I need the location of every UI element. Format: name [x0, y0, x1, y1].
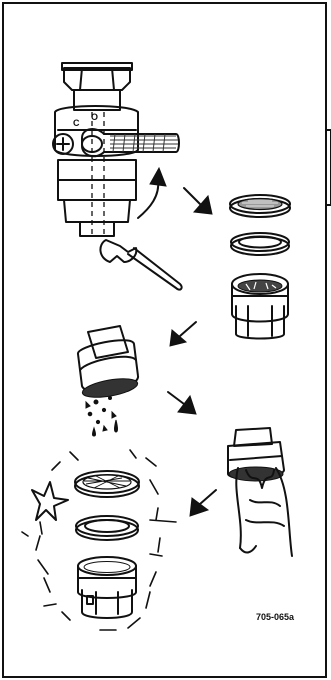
- filter-bowl-dirty: [232, 274, 288, 339]
- step-arrow-3: [168, 392, 196, 414]
- debris: [86, 397, 118, 437]
- step-arrow-4: [190, 490, 216, 516]
- figure-border: [3, 3, 326, 677]
- clean-filter-screen: [75, 471, 139, 497]
- fuel-tap-assembly: C O: [53, 63, 179, 236]
- step-arrow-2: [170, 322, 196, 346]
- clean-filter-bowl: [78, 557, 136, 618]
- turn-arrow: [138, 180, 158, 218]
- turn-arrow-head: [150, 168, 166, 186]
- figure-reference-code: 705-065a: [256, 612, 295, 622]
- gasket-ring: [231, 233, 289, 255]
- clean-gasket-ring: [76, 516, 138, 540]
- clean-sparkle-icon: [32, 482, 68, 520]
- valve-mark-closed: C: [73, 118, 80, 128]
- wrench: [100, 240, 181, 290]
- filter-screen: [230, 195, 290, 217]
- bowl-emptying: [78, 326, 139, 436]
- valve-lever: [82, 129, 179, 156]
- bowl-wiping: [228, 428, 292, 556]
- clean-parts: [22, 450, 176, 630]
- step-arrow-1: [184, 188, 212, 214]
